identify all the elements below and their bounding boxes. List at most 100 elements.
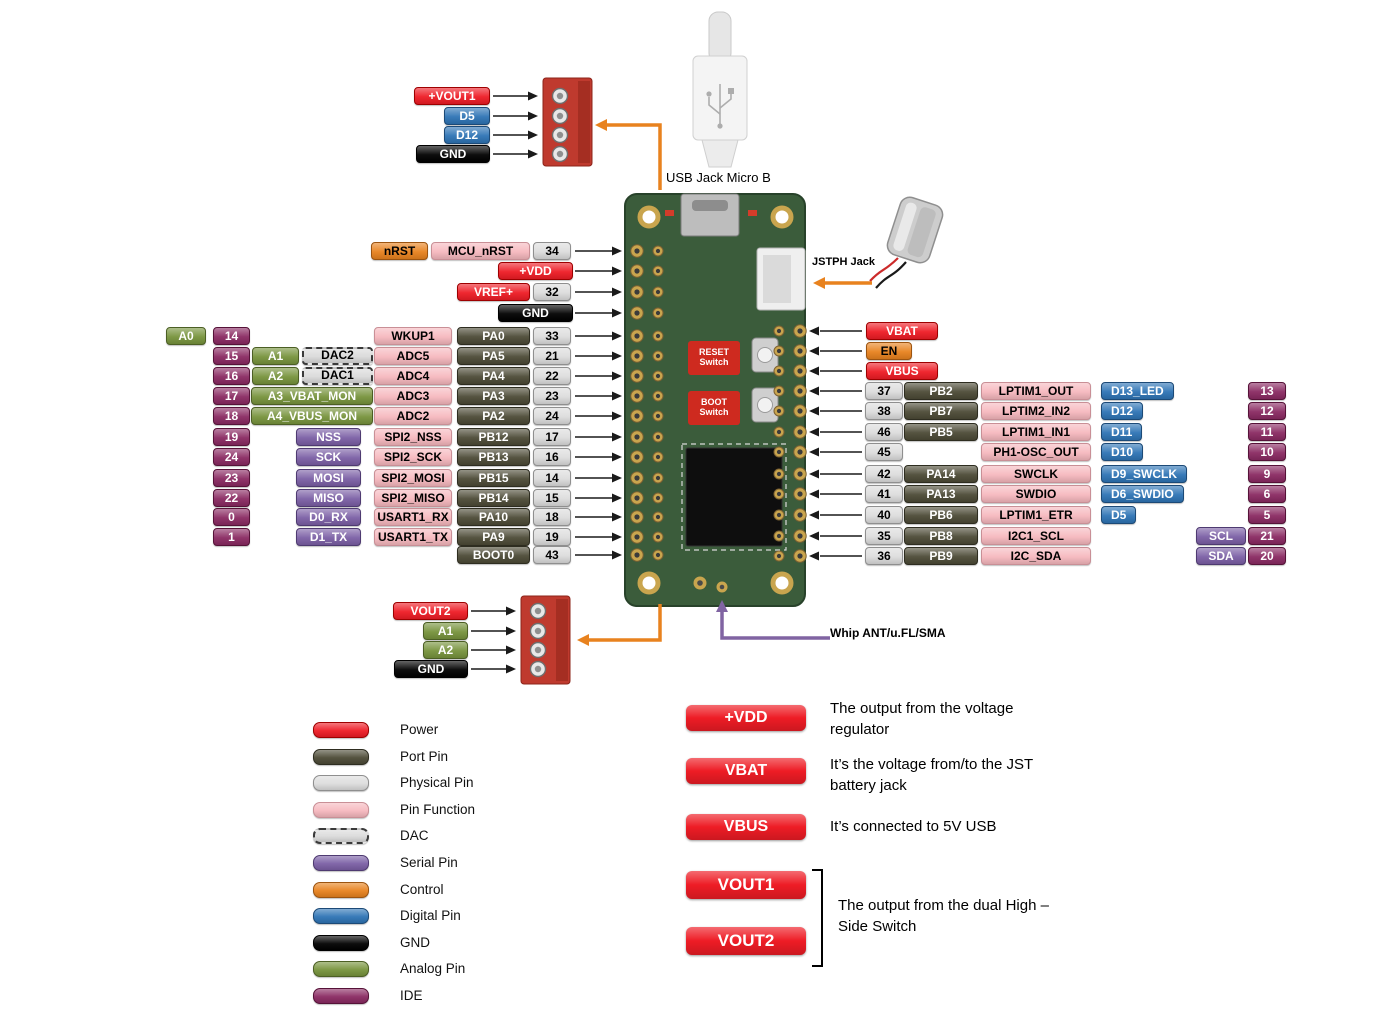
legend-label-serial: Serial Pin — [400, 855, 458, 870]
board-graphic — [624, 193, 806, 607]
legend-label-port: Port Pin — [400, 748, 449, 764]
pin-box-d1-tx: D1_TX — [296, 528, 361, 546]
pin-box-boot0: BOOT0 — [457, 546, 530, 564]
pin-box-15: 15 — [533, 489, 571, 507]
pin-box-pa2: PA2 — [457, 407, 530, 425]
pin-box-usart1-tx: USART1_TX — [374, 528, 452, 546]
vbus-description: It’s connected to 5V USB — [830, 818, 997, 835]
bottom-terminal-block — [520, 595, 571, 685]
legend-label-dac: DAC — [400, 828, 429, 844]
pin-box-5: 5 — [1248, 506, 1286, 524]
legend-swatch-control — [313, 881, 369, 898]
pin-box-32: 32 — [533, 283, 571, 301]
pin-box-scl: SCL — [1196, 527, 1246, 545]
pin-box-adc3: ADC3 — [374, 387, 452, 405]
jstph-jack-label: JSTPH Jack — [812, 256, 875, 268]
vout-bracket — [812, 869, 823, 967]
pin-box-a0: A0 — [166, 327, 206, 345]
vout-description: The output from the dual High – Side Swi… — [838, 897, 1049, 935]
pin-box-14: 14 — [213, 327, 250, 345]
pin-box-12: 12 — [1248, 402, 1286, 420]
pin-box-usart1-rx: USART1_RX — [374, 508, 452, 526]
pin-box-sda: SDA — [1196, 547, 1246, 565]
pin-box-pa5: PA5 — [457, 347, 530, 365]
pin-box-40: 40 — [865, 506, 903, 524]
pin-box-pb9: PB9 — [904, 547, 978, 565]
pin-box-d5: D5 — [1101, 506, 1137, 524]
pin-box-42: 42 — [865, 465, 903, 483]
boot-switch-line2: Switch — [699, 407, 729, 417]
pin-box-pb7: PB7 — [904, 402, 978, 420]
legend-swatch-digital — [313, 908, 369, 925]
pin-box-pa13: PA13 — [904, 485, 978, 503]
vout1-power-box: VOUT1 — [686, 871, 806, 899]
pin-box-adc2: ADC2 — [374, 407, 452, 425]
pin-box-miso: MISO — [296, 489, 361, 507]
usb-jack-graphic — [692, 11, 748, 168]
reset-switch-line2: Switch — [699, 357, 729, 367]
pin-box-37: 37 — [865, 382, 903, 400]
reset-switch-line1: RESET — [698, 347, 729, 357]
vbus-power-box: VBUS — [686, 814, 806, 840]
pin-box-13: 13 — [1248, 382, 1286, 400]
pin-box-lptim1-in1: LPTIM1_IN1 — [981, 423, 1091, 441]
pin-box-10: 10 — [1248, 443, 1286, 461]
pin-box-lptim1-out: LPTIM1_OUT — [981, 382, 1091, 400]
mcu-chip — [685, 447, 783, 547]
battery-wire-red — [869, 257, 899, 282]
pin-box-d9-swclk: D9_SWCLK — [1101, 465, 1188, 483]
pin-box-swdio: SWDIO — [981, 485, 1091, 503]
pin-box-21: 21 — [1248, 527, 1286, 545]
vbat-power-box: VBAT — [686, 758, 806, 784]
pin-box-vref+: VREF+ — [457, 283, 530, 301]
pin-box-23: 23 — [213, 469, 250, 487]
pin-box-16: 16 — [533, 448, 571, 466]
vbat-description: It’s the voltage from/to the JST battery… — [830, 756, 1033, 794]
pin-box-a2: A2 — [252, 367, 299, 385]
pin-box-dac2: DAC2 — [302, 347, 373, 365]
pin-box-pa9: PA9 — [457, 528, 530, 546]
connector-label-vout1: +VOUT1 — [414, 87, 490, 105]
legend-label-control: Control — [400, 881, 444, 897]
pin-box-11: 11 — [1248, 423, 1286, 441]
pin-box-d0-rx: D0_RX — [296, 508, 361, 526]
pin-box-19: 19 — [213, 428, 250, 446]
pin-box-21: 21 — [533, 347, 571, 365]
pin-box-d12: D12 — [1101, 402, 1144, 420]
legend-swatch-serial — [313, 855, 369, 871]
pin-box-gnd: GND — [498, 304, 573, 322]
connector-label-gnd: GND — [416, 145, 490, 163]
pin-box-dac1: DAC1 — [302, 367, 373, 385]
pin-box-sck: SCK — [296, 448, 361, 466]
reset-switch-label: RESET Switch — [688, 347, 740, 367]
vdd-power-box: +VDD — [686, 705, 806, 731]
connector-label-gnd-bottom: GND — [394, 660, 468, 678]
legend-label-power: Power — [400, 722, 439, 737]
whip-antenna-label: Whip ANT/u.FL/SMA — [830, 626, 946, 640]
pin-box-pb5: PB5 — [904, 423, 978, 441]
pin-box-d10: D10 — [1101, 443, 1144, 461]
pin-box-i2c1-scl: I2C1_SCL — [981, 527, 1091, 545]
legend-label-analog: Analog Pin — [400, 961, 466, 977]
connector-label-a1-bottom: A1 — [423, 622, 468, 640]
pin-box-33: 33 — [533, 327, 571, 345]
pin-box-d11: D11 — [1101, 423, 1143, 441]
pin-box-19: 19 — [533, 528, 571, 546]
legend-swatch-physical — [313, 775, 369, 792]
pin-box-mosi: MOSI — [296, 469, 361, 487]
pin-box-en: EN — [866, 342, 912, 360]
pin-box-nss: NSS — [296, 428, 361, 446]
connector-label-d5: D5 — [444, 107, 490, 125]
pin-box-spi2-miso: SPI2_MISO — [374, 489, 452, 507]
pin-box-+vdd: +VDD — [498, 262, 573, 280]
pin-box-wkup1: WKUP1 — [374, 327, 452, 345]
pin-box-adc5: ADC5 — [374, 347, 452, 365]
boot-switch-box — [688, 391, 740, 425]
pin-box-pa0: PA0 — [457, 327, 530, 345]
pin-box-6: 6 — [1248, 485, 1286, 503]
pin-box-0: 0 — [213, 508, 250, 526]
pin-box-ph1-osc-out: PH1-OSC_OUT — [981, 443, 1091, 461]
pin-box-pb15: PB15 — [457, 469, 530, 487]
pin-box-18: 18 — [533, 508, 571, 526]
